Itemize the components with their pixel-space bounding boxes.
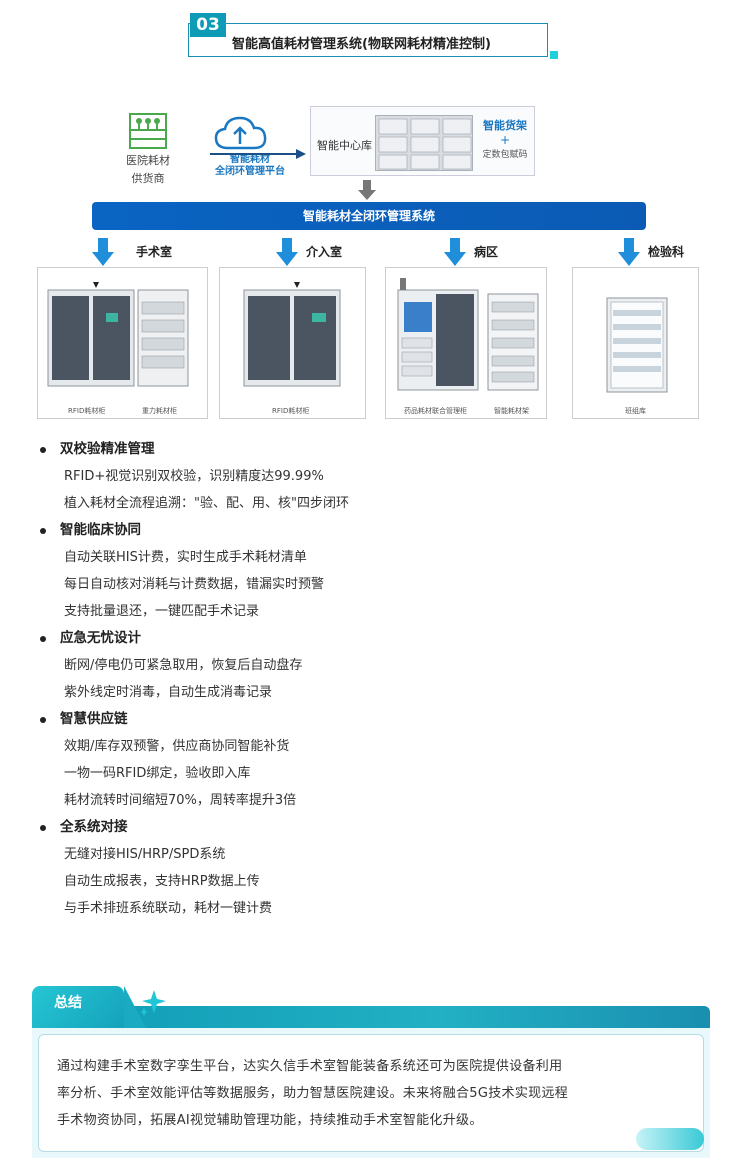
feature-list: 双校验精准管理 RFID+视觉识别双校验，识别精度达99.99% 植入耗材全流程… (40, 436, 700, 922)
section-number: 03 (190, 13, 226, 37)
section-heading: 智慧供应链 (40, 706, 700, 733)
cabinet-image (243, 282, 341, 387)
section-heading: 双校验精准管理 (40, 436, 700, 463)
list-item: 耗材流转时间缩短70%，周转率提升3倍 (64, 793, 297, 808)
dept-ward: 病区 (444, 238, 544, 268)
supplier-label-2: 供货商 (131, 172, 165, 185)
summary-box: 总结 通过构建手术室数字孪生平台，达实久信手术室智能装备系统还可为医院提供设备利… (32, 986, 710, 1158)
card-operating-room: RFID耗材柜 重力耗材柜 (37, 267, 208, 419)
list-item: 紫外线定时消毒，自动生成消毒记录 (64, 685, 273, 700)
card-intervention-room: RFID耗材柜 (219, 267, 366, 419)
cabinet-image (47, 282, 189, 387)
section-integration: 全系统对接 无缝对接HIS/HRP/SPD系统 自动生成报表，支持HRP数据上传… (40, 814, 700, 922)
dept-label: 检验科 (648, 245, 685, 259)
cabinet-image (397, 278, 539, 391)
summary-body: 通过构建手术室数字孪生平台，达实久信手术室智能装备系统还可为医院提供设备利用 率… (32, 1028, 710, 1158)
system-bar: 智能耗材全闭环管理系统 (92, 202, 646, 230)
arrow-down-icon (92, 238, 114, 266)
packing-label: 定数包赋码 (482, 150, 528, 160)
summary-line: 率分析、手术室效能评估等数据服务，助力智慧医院建设。未来将融合5G技术实现远程 (57, 1086, 569, 1101)
cabinet-label: 药品耗材联合管理柜 (404, 407, 467, 415)
list-item: 自动关联HIS计费，实时生成手术耗材清单 (64, 550, 307, 565)
section-emergency: 应急无忧设计 断网/停电仍可紧急取用，恢复后自动盘存 紫外线定时消毒，自动生成消… (40, 625, 700, 706)
list-item: 植入耗材全流程追溯："验、配、用、核"四步闭环 (64, 496, 349, 511)
cabinet-label: 智能耗材架 (494, 407, 529, 415)
system-diagram: 医院耗材 供货商 智能耗材 全闭环管理平台 智能中心库 智能 (0, 100, 744, 430)
dept-operating-room: 手术室 (92, 238, 192, 268)
sparkle-icon (140, 990, 166, 1016)
section-dual-verification: 双校验精准管理 RFID+视觉识别双校验，识别精度达99.99% 植入耗材全流程… (40, 436, 700, 517)
central-warehouse: 智能中心库 智能货架 + 定数包赋码 (310, 106, 535, 176)
dept-lab: 检验科 (618, 238, 718, 268)
summary-line: 手术物资协同，拓展AI视觉辅助管理功能，持续推动手术室智能化升级。 (57, 1113, 483, 1128)
supplier-label-1: 医院耗材 (126, 154, 170, 167)
list-item: 每日自动核对消耗与计费数据，错漏实时预警 (64, 577, 325, 592)
summary-band (32, 1006, 710, 1028)
section-clinical-collab: 智能临床协同 自动关联HIS计费，实时生成手术耗材清单 每日自动核对消耗与计费数… (40, 517, 700, 625)
section-title: 智能高值耗材管理系统(物联网耗材精准控制) (232, 37, 491, 52)
section-heading: 应急无忧设计 (40, 625, 700, 652)
arrow-down-icon (618, 238, 640, 266)
dept-label: 手术室 (136, 245, 173, 259)
cabinet-label: 重力耗材柜 (142, 407, 177, 415)
cabinet-label: 班组库 (625, 407, 646, 415)
platform-label-2: 全闭环管理平台 (215, 166, 285, 177)
card-ward: 药品耗材联合管理柜 智能耗材架 (385, 267, 547, 419)
arrow-down-icon (444, 238, 466, 266)
arrow-right-icon (210, 149, 306, 159)
list-item: 断网/停电仍可紧急取用，恢复后自动盘存 (64, 658, 303, 673)
dept-label: 介入室 (306, 245, 343, 259)
shelf-grid-icon (378, 118, 472, 170)
cabinet-image (606, 297, 668, 393)
arrow-down-icon (276, 238, 298, 266)
dept-intervention-room: 介入室 (276, 238, 376, 268)
list-item: 自动生成报表，支持HRP数据上传 (64, 874, 260, 889)
cabinet-label: RFID耗材柜 (68, 407, 106, 415)
list-item: 一物一码RFID绑定，验收即入库 (64, 766, 251, 781)
decorative-pill (636, 1128, 704, 1150)
center-label: 智能中心库 (317, 139, 372, 152)
section-heading: 全系统对接 (40, 814, 700, 841)
smart-shelf-image (375, 115, 473, 171)
plus-sign: + (499, 133, 511, 147)
section-header: 03 智能高值耗材管理系统(物联网耗材精准控制) (188, 13, 558, 59)
card-lab: 班组库 (572, 267, 699, 419)
list-item: 与手术排班系统联动，耗材一键计费 (64, 901, 273, 916)
section-supply-chain: 智慧供应链 效期/库存双预警，供应商协同智能补货 一物一码RFID绑定，验收即入… (40, 706, 700, 814)
list-item: 效期/库存双预警，供应商协同智能补货 (64, 739, 290, 754)
cloud-upload-icon (214, 116, 267, 150)
dept-label: 病区 (474, 245, 499, 259)
list-item: 支持批量退还，一键匹配手术记录 (64, 604, 260, 619)
center-right-labels: 智能货架 + 定数包赋码 (476, 117, 534, 160)
summary-text: 通过构建手术室数字孪生平台，达实久信手术室智能装备系统还可为医院提供设备利用 率… (38, 1034, 704, 1152)
list-item: 无缝对接HIS/HRP/SPD系统 (64, 847, 226, 862)
supplier-block: 医院耗材 供货商 (118, 112, 178, 186)
platform-block: 智能耗材 全闭环管理平台 (200, 110, 300, 178)
header-frame (188, 23, 548, 57)
cabinet-label: RFID耗材柜 (272, 407, 310, 415)
corner-square-icon (550, 51, 558, 59)
shelf-label: 智能货架 (483, 119, 527, 132)
platform-label-1: 智能耗材 (230, 154, 270, 165)
summary-line: 通过构建手术室数字孪生平台，达实久信手术室智能装备系统还可为医院提供设备利用 (57, 1059, 563, 1074)
list-item: RFID+视觉识别双校验，识别精度达99.99% (64, 469, 324, 484)
shelf-icon (129, 113, 167, 149)
section-heading: 智能临床协同 (40, 517, 700, 544)
arrow-down-icon (358, 180, 376, 200)
summary-tab: 总结 (32, 986, 146, 1028)
